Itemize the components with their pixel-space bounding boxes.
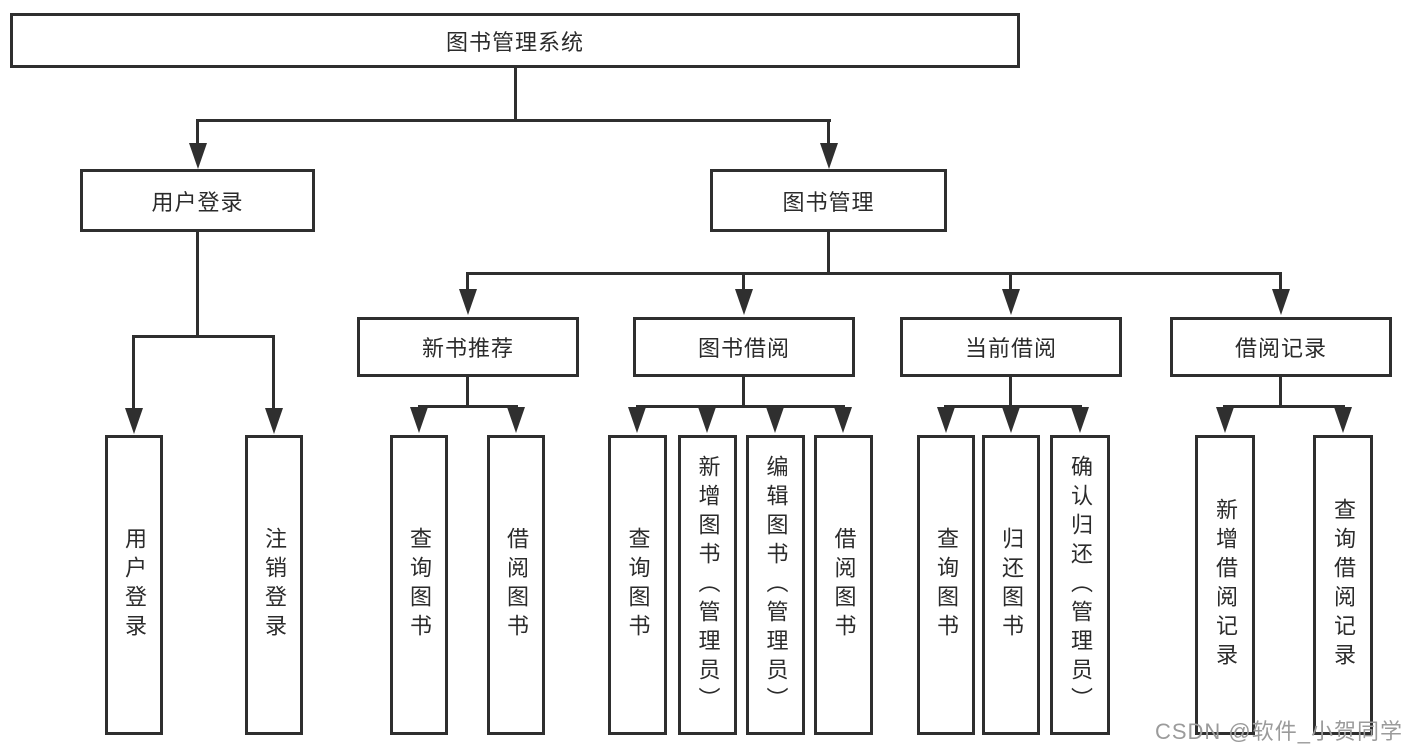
- node-label: 归还图书: [999, 527, 1024, 643]
- node-new-book-recommendation: 新书推荐: [357, 317, 579, 377]
- node-label: 当前借阅: [964, 336, 1057, 361]
- connector-bookmgmt-stub-4: [1279, 272, 1282, 292]
- down-arrowhead: [459, 289, 477, 315]
- connector-bookborrow-trunk: [742, 374, 745, 405]
- connector-borrowrecords-bar: [1223, 405, 1345, 408]
- node-label: 图书管理系统: [445, 29, 584, 55]
- leaf-borrow-books: 借阅图书: [814, 435, 873, 735]
- node-book-borrowing: 图书借阅: [633, 317, 855, 377]
- down-arrowhead: [1002, 407, 1020, 433]
- node-label: 查询借阅记录: [1331, 498, 1356, 672]
- connector-userlogin-stub-left: [132, 335, 135, 412]
- down-arrowhead: [410, 407, 428, 433]
- leaf-add-borrow-record: 新增借阅记录: [1195, 435, 1255, 735]
- connector-userlogin-stub-right: [272, 335, 275, 412]
- connector-bookborrow-bar: [636, 405, 845, 408]
- leaf-borrow-books-recommend: 借阅图书: [487, 435, 545, 735]
- node-current-borrowing: 当前借阅: [900, 317, 1122, 377]
- node-borrowing-records: 借阅记录: [1170, 317, 1392, 377]
- connector-bookmgmt-stub-3: [1009, 272, 1012, 292]
- watermark: CSDN @软件_小贺同学: [1154, 719, 1403, 744]
- node-label: 图书借阅: [697, 336, 790, 361]
- down-arrowhead: [735, 289, 753, 315]
- down-arrowhead: [1071, 407, 1089, 433]
- leaf-query-books-recommend: 查询图书: [390, 435, 448, 735]
- node-label: 借阅图书: [831, 527, 857, 643]
- down-arrowhead: [937, 407, 955, 433]
- down-arrowhead: [189, 143, 207, 169]
- down-arrowhead: [698, 407, 716, 433]
- connector-newbooks-trunk: [466, 374, 469, 405]
- node-label: 借阅图书: [504, 527, 529, 643]
- leaf-return-books: 归还图书: [982, 435, 1040, 735]
- connector-newbooks-bar: [418, 405, 518, 408]
- node-label: 确认归还（管理员）: [1068, 454, 1093, 716]
- down-arrowhead: [1334, 407, 1352, 433]
- node-user-login: 用户登录: [80, 169, 315, 232]
- node-label: 注销登录: [262, 527, 287, 643]
- connector-bookmgmt-stub-1: [466, 272, 469, 292]
- node-label: 新增借阅记录: [1213, 498, 1238, 672]
- node-label: 借阅记录: [1234, 336, 1327, 361]
- connector-currentborrow-trunk: [1009, 374, 1012, 405]
- node-library-management-system: 图书管理系统: [10, 13, 1020, 68]
- down-arrowhead: [1272, 289, 1290, 315]
- down-arrowhead: [766, 407, 784, 433]
- leaf-user-login: 用户登录: [105, 435, 163, 735]
- leaf-query-books-borrow: 查询图书: [608, 435, 667, 735]
- down-arrowhead: [834, 407, 852, 433]
- node-label: 用户登录: [122, 527, 147, 643]
- connector-root-trunk: [514, 65, 517, 119]
- down-arrowhead: [507, 407, 525, 433]
- node-label: 图书管理: [782, 189, 875, 215]
- leaf-query-books-current: 查询图书: [917, 435, 975, 735]
- connector-root-stub-right: [827, 119, 830, 149]
- connector-bookmgmt-bar: [467, 272, 1282, 275]
- node-label: 查询图书: [934, 527, 959, 643]
- connector-currentborrow-bar: [944, 405, 1082, 408]
- leaf-confirm-return-admin: 确认归还（管理员）: [1050, 435, 1110, 735]
- node-label: 查询图书: [407, 527, 432, 643]
- leaf-add-book-admin: 新增图书（管理员）: [678, 435, 737, 735]
- connector-borrowrecords-trunk: [1279, 374, 1282, 405]
- down-arrowhead: [1002, 289, 1020, 315]
- down-arrowhead: [1216, 407, 1234, 433]
- node-label: 新增图书（管理员）: [695, 454, 721, 716]
- leaf-edit-book-admin: 编辑图书（管理员）: [746, 435, 805, 735]
- connector-root-bar: [196, 119, 831, 122]
- down-arrowhead: [125, 408, 143, 434]
- node-label: 查询图书: [625, 527, 651, 643]
- connector-bookmgmt-trunk: [827, 229, 830, 272]
- leaf-logout: 注销登录: [245, 435, 303, 735]
- down-arrowhead: [628, 407, 646, 433]
- connector-bookmgmt-stub-2: [742, 272, 745, 292]
- connector-root-stub-left: [196, 119, 199, 149]
- down-arrowhead: [265, 408, 283, 434]
- node-label: 新书推荐: [421, 336, 514, 361]
- leaf-query-borrow-record: 查询借阅记录: [1313, 435, 1373, 735]
- node-book-management: 图书管理: [710, 169, 947, 232]
- node-label: 编辑图书（管理员）: [763, 454, 789, 716]
- connector-userlogin-trunk: [196, 229, 199, 335]
- down-arrowhead: [820, 143, 838, 169]
- connector-userlogin-bar: [133, 335, 275, 338]
- node-label: 用户登录: [151, 189, 244, 215]
